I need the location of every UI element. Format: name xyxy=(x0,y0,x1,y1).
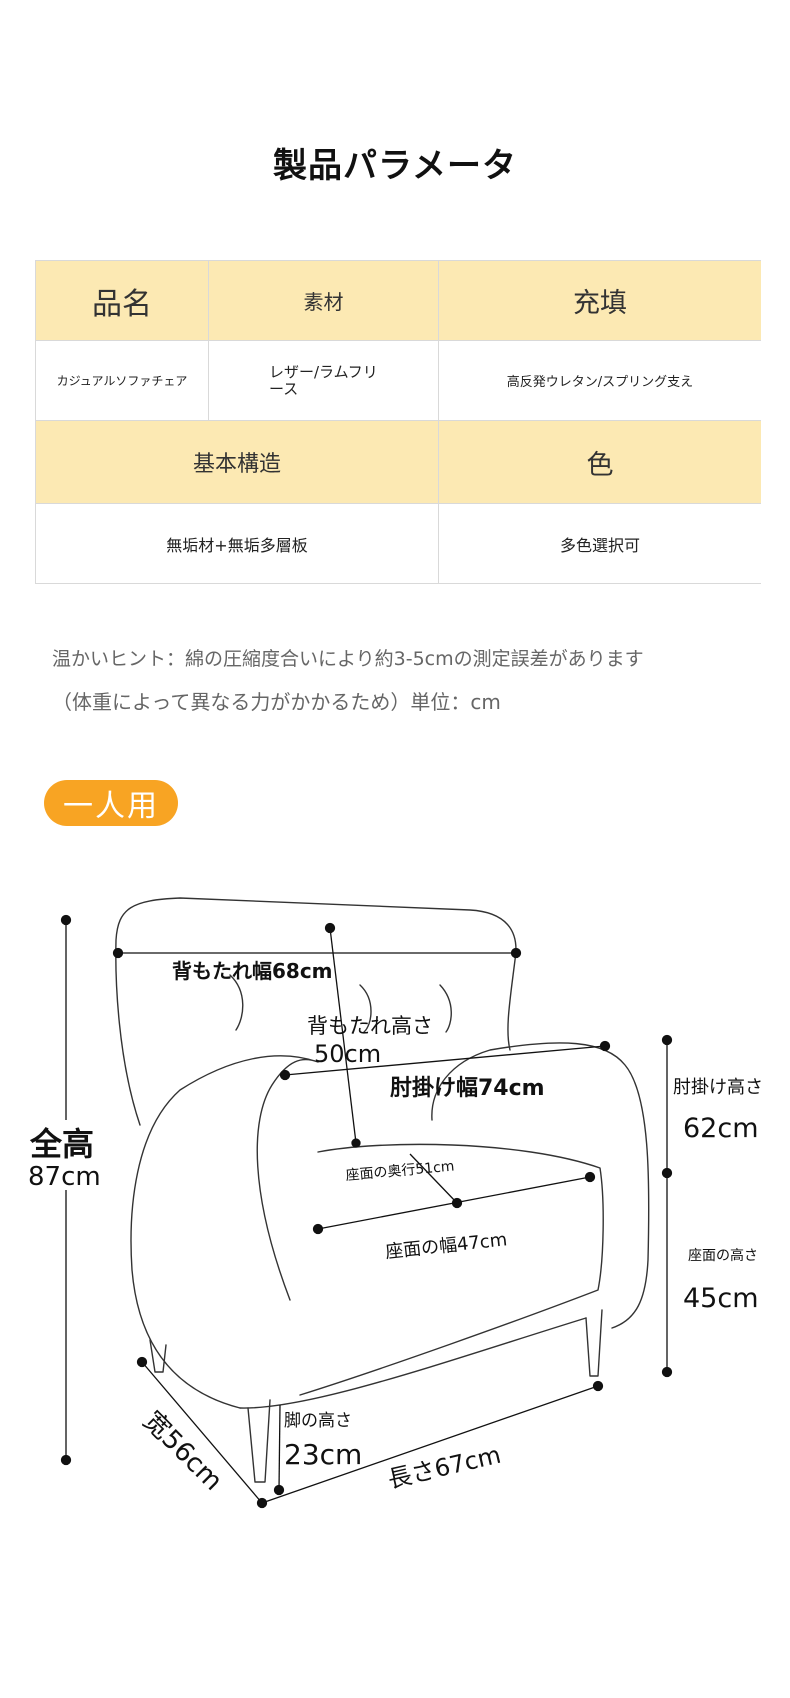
base-front xyxy=(239,1317,587,1409)
page-title: 製品パラメータ xyxy=(273,146,517,186)
header-structure: 基本構造 xyxy=(36,421,439,504)
armrest-height-value: 62cm xyxy=(683,1113,759,1144)
header-material: 素材 xyxy=(209,261,439,341)
armrest-width-label: 肘掛け幅74cm xyxy=(390,1076,545,1101)
spec-table: 品名 素材 充填 カジュアルソファチェア レザー/ラムフリース 高反発ウレタン/… xyxy=(35,260,761,584)
value-color: 多色選択可 xyxy=(439,504,761,583)
seat-height-caption: 座面の高さ xyxy=(688,1247,758,1264)
width-label: 宽56cm xyxy=(137,1406,228,1497)
length-label: 長さ67cm xyxy=(385,1441,503,1494)
total-height-label: 全高 xyxy=(29,1125,94,1163)
seat-depth-label: 座面の奥行51cm xyxy=(345,1158,455,1184)
header-color: 色 xyxy=(439,421,761,504)
value-structure: 無垢材+無垢多層板 xyxy=(36,504,439,583)
back-width-label: 背もたれ幅68cm xyxy=(172,959,333,983)
left-arm-outline xyxy=(130,1055,319,1409)
back-tuft-lines xyxy=(229,974,452,1033)
back-height-label: 背もたれ高さ xyxy=(307,1014,433,1038)
measurement-note: 温かいヒント：綿の圧縮度合いにより約3-5cmの測定誤差があります xyxy=(52,648,644,670)
seat-height-label: 45cm xyxy=(683,1283,759,1314)
seat-width-label: 座面の幅47cm xyxy=(384,1229,508,1263)
header-product-name: 品名 xyxy=(36,261,209,341)
value-product-name: カジュアルソファチェア xyxy=(36,341,209,421)
front-right-leg xyxy=(585,1309,603,1377)
header-filling: 充填 xyxy=(439,261,761,341)
front-left-leg xyxy=(247,1399,271,1483)
value-material: レザー/ラムフリース xyxy=(209,341,439,421)
leg-height-label: 脚の高さ xyxy=(284,1411,352,1431)
back-height-value: 50cm xyxy=(314,1040,381,1068)
single-seat-badge: 一人用 xyxy=(44,780,178,826)
armrest-height-label: 肘掛け高さ xyxy=(673,1077,763,1098)
unit-note: （体重によって異なる力がかかるため）単位：cm xyxy=(52,690,501,714)
left-back-leg xyxy=(149,1339,167,1373)
backrest-outline xyxy=(115,897,517,1126)
leg-height-value: 23cm xyxy=(284,1438,362,1471)
right-arm-outline xyxy=(431,1042,650,1329)
total-height-value: 87cm xyxy=(28,1162,101,1192)
value-filling: 高反発ウレタン/スプリング支え xyxy=(439,341,761,421)
seat-outline xyxy=(299,1143,604,1396)
